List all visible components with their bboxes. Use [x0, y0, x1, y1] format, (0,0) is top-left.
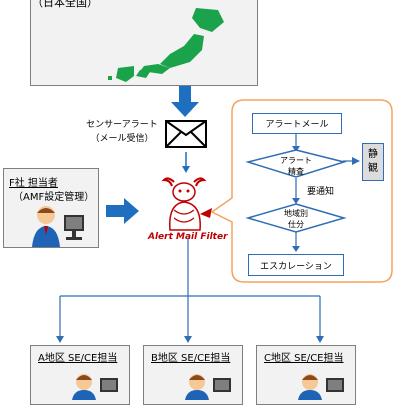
map-label: （日本全国） — [32, 0, 98, 9]
sensor-line2: （メール受信） — [90, 134, 154, 144]
sensor-alert-label: センサーアラート （メール受信） — [82, 118, 162, 146]
small-down-arrow-icon — [182, 152, 190, 173]
japan-map-icon — [108, 8, 224, 82]
regional-line2: 仕分 — [288, 220, 304, 229]
admin-subtitle: （AMF設定管理） — [13, 192, 95, 203]
mail-envelope-icon — [165, 120, 207, 148]
admin-person-icon — [32, 206, 84, 247]
right-arrow-icon — [106, 198, 139, 224]
escalation-box: エスカレーション — [248, 254, 344, 276]
region-c-person-icon — [298, 374, 344, 400]
down-arrow-icon — [171, 86, 199, 117]
admin-title: F社 担当者 — [9, 178, 58, 189]
regional-sort-label: 地域別 仕分 — [266, 208, 326, 230]
region-a-person-icon — [72, 374, 118, 400]
alert-check-label: アラート 精査 — [266, 155, 326, 177]
callout-bubble — [210, 99, 393, 283]
quiet-line1: 静 — [368, 149, 378, 160]
quiet-observation-box: 静 観 — [362, 143, 384, 181]
regional-sort-diamond — [245, 203, 347, 233]
region-b-person-icon — [185, 374, 231, 400]
alert-check-diamond — [245, 149, 347, 178]
region-c-label: C地区 SE/CE担当 — [264, 353, 344, 364]
goat-mascot-icon — [161, 177, 212, 231]
alert-mail-filter-logo: Alert Mail Filter — [148, 232, 228, 242]
region-a-label: A地区 SE/CE担当 — [38, 353, 118, 364]
quiet-line2: 観 — [368, 163, 378, 174]
alert-check-line1: アラート — [280, 156, 312, 165]
alert-check-line2: 精査 — [288, 167, 304, 176]
regional-line1: 地域別 — [284, 209, 308, 218]
alert-mail-box: アラートメール — [252, 113, 342, 134]
sensor-line1: センサーアラート — [86, 120, 158, 130]
region-b-label: B地区 SE/CE担当 — [151, 353, 231, 364]
notify-needed-label: 要通知 — [307, 187, 335, 197]
